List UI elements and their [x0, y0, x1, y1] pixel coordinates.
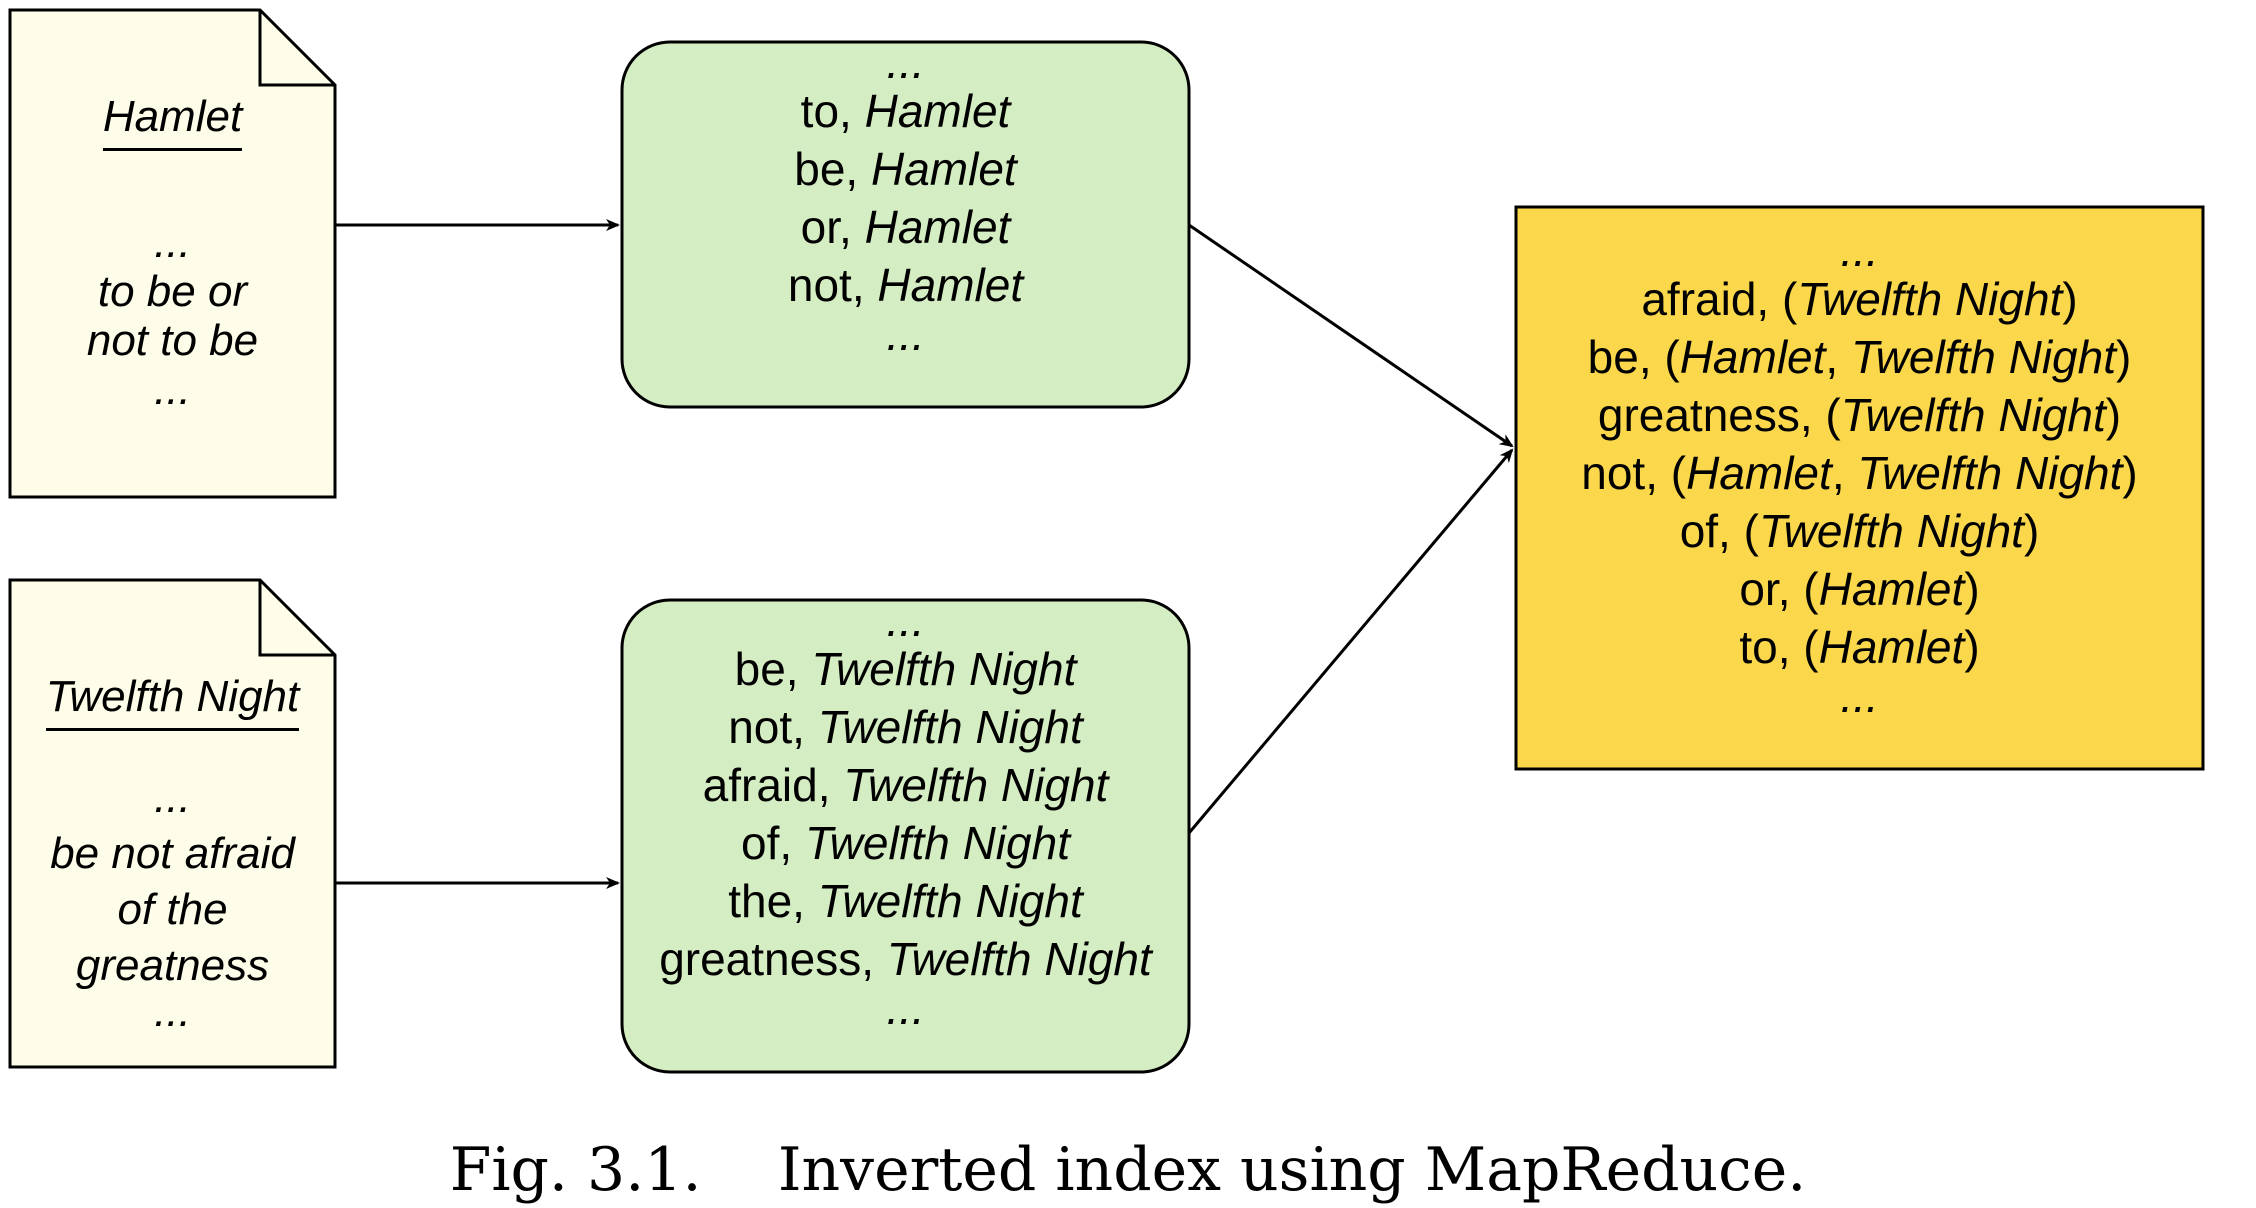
map-pair-value: Hamlet [864, 85, 1011, 137]
arrow-map-twelfth-night-to-reduce [1187, 448, 1514, 834]
map-pair-value: Twelfth Night [843, 759, 1109, 811]
map-pair: ... [886, 308, 925, 360]
document-line: be not afraid [50, 829, 295, 878]
document-body-hamlet: ... to be or not to be ... [10, 218, 335, 414]
map-pair: ... [886, 982, 925, 1034]
reduce-entry-doc: Twelfth Night [1840, 389, 2106, 441]
map-pair-key: or, [800, 201, 865, 253]
reduce-entry: afraid, (Twelfth Night) [1641, 273, 2078, 325]
document-line: to be or [97, 267, 248, 316]
document-body-twelfth-night: ... be not afraid of the greatness ... [10, 770, 335, 1036]
map-pair-key: be, [794, 143, 871, 195]
map-pair-key: of, [741, 817, 805, 869]
map-pair-key: the, [728, 875, 818, 927]
reduce-entry: or, (Hamlet) [1739, 563, 1980, 615]
reduce-entry: greatness, (Twelfth Night) [1597, 389, 2122, 441]
reduce-entry: of, (Twelfth Night) [1679, 505, 2040, 557]
document-twelfth-night-shape [8, 578, 337, 1069]
document-line: ... [154, 365, 191, 414]
map-pair-value: Hamlet [871, 143, 1017, 195]
map-pair-value: Hamlet [864, 201, 1011, 253]
map-pair: the, Twelfth Night [622, 872, 1189, 930]
map-pair: to, Hamlet [622, 82, 1189, 140]
reduce-entry-key: not, ( [1581, 447, 1687, 499]
map-pair: not, Hamlet [622, 256, 1189, 314]
document-title-hamlet: Hamlet [10, 92, 335, 151]
reduce-output-box [1514, 205, 2205, 771]
reduce-entry-key: afraid, ( [1641, 273, 1798, 325]
map-pair: ... [886, 594, 925, 646]
document-hamlet-shape [8, 8, 337, 499]
reduce-entry-key: be, ( [1587, 331, 1680, 383]
reduce-output-text: ...afraid, (Twelfth Night)be, (Hamlet, T… [1516, 224, 2203, 722]
map-pair: ... [886, 36, 925, 88]
document-title-twelfth-night: Twelfth Night [10, 672, 335, 731]
map-pair-value: Twelfth Night [817, 875, 1083, 927]
figure-caption: Fig. 3.1. Inverted index using MapReduce… [449, 1135, 1807, 1205]
map-output-box-twelfth-night [620, 598, 1191, 1074]
reduce-entry-key: or, ( [1739, 563, 1819, 615]
map-pair-key: not, [787, 259, 878, 311]
map-pair: be, Twelfth Night [622, 640, 1189, 698]
map-pair: of, Twelfth Night [622, 814, 1189, 872]
map-pair-value: Twelfth Night [804, 817, 1070, 869]
reduce-entry: ... [1840, 670, 1879, 722]
reduce-entry-doc: Hamlet [1818, 563, 1965, 615]
reduce-entry-key: greatness, ( [1597, 389, 1841, 441]
document-line: of the [117, 885, 228, 934]
reduce-entry: to, (Hamlet) [1739, 621, 1980, 673]
reduce-entry: ... [1840, 224, 1879, 276]
document-line: ... [154, 773, 191, 822]
document-hamlet-fold [258, 10, 335, 87]
reduce-entry-doc: Hamlet [1679, 331, 1826, 383]
map-pair-value: Twelfth Night [886, 933, 1152, 985]
reduce-entry-doc: Hamlet [1686, 447, 1832, 499]
document-line: greatness [75, 941, 270, 990]
map-pair-key: to, [800, 85, 865, 137]
reduce-entry: be, (Hamlet, Twelfth Night) [1587, 331, 2132, 383]
map-pair: greatness, Twelfth Night [622, 930, 1189, 988]
map-pair-key: not, [728, 701, 818, 753]
document-line: ... [154, 987, 191, 1036]
map-pair: be, Hamlet [622, 140, 1189, 198]
map-pair: not, Twelfth Night [622, 698, 1189, 756]
map-pair-key: greatness, [659, 933, 887, 985]
arrow-map-hamlet-to-reduce [1188, 223, 1514, 448]
map-output-box-hamlet [620, 40, 1191, 409]
map-pair-value: Twelfth Night [817, 701, 1083, 753]
map-pair: or, Hamlet [622, 198, 1189, 256]
reduce-entry-doc: Twelfth Night [1857, 447, 2123, 499]
map-pair-value: Hamlet [877, 259, 1024, 311]
document-twelfth-night-fold [258, 580, 335, 657]
reduce-entry-key: of, ( [1679, 505, 1759, 557]
document-line: ... [154, 218, 191, 267]
reduce-entry-doc: Twelfth Night [1797, 273, 2063, 325]
document-line: not to be [86, 316, 259, 365]
reduce-entry-key: to, ( [1739, 621, 1819, 673]
reduce-entry-doc: Twelfth Night [1758, 505, 2024, 557]
reduce-entry-doc: Twelfth Night [1850, 331, 2117, 383]
map-pair-key: be, [734, 643, 812, 695]
reduce-entry-doc: Hamlet [1818, 621, 1965, 673]
map-pair-key: afraid, [702, 759, 844, 811]
reduce-entry: not, (Hamlet, Twelfth Night) [1581, 447, 2138, 499]
map-pair-value: Twelfth Night [811, 643, 1077, 695]
map-pair: afraid, Twelfth Night [622, 756, 1189, 814]
